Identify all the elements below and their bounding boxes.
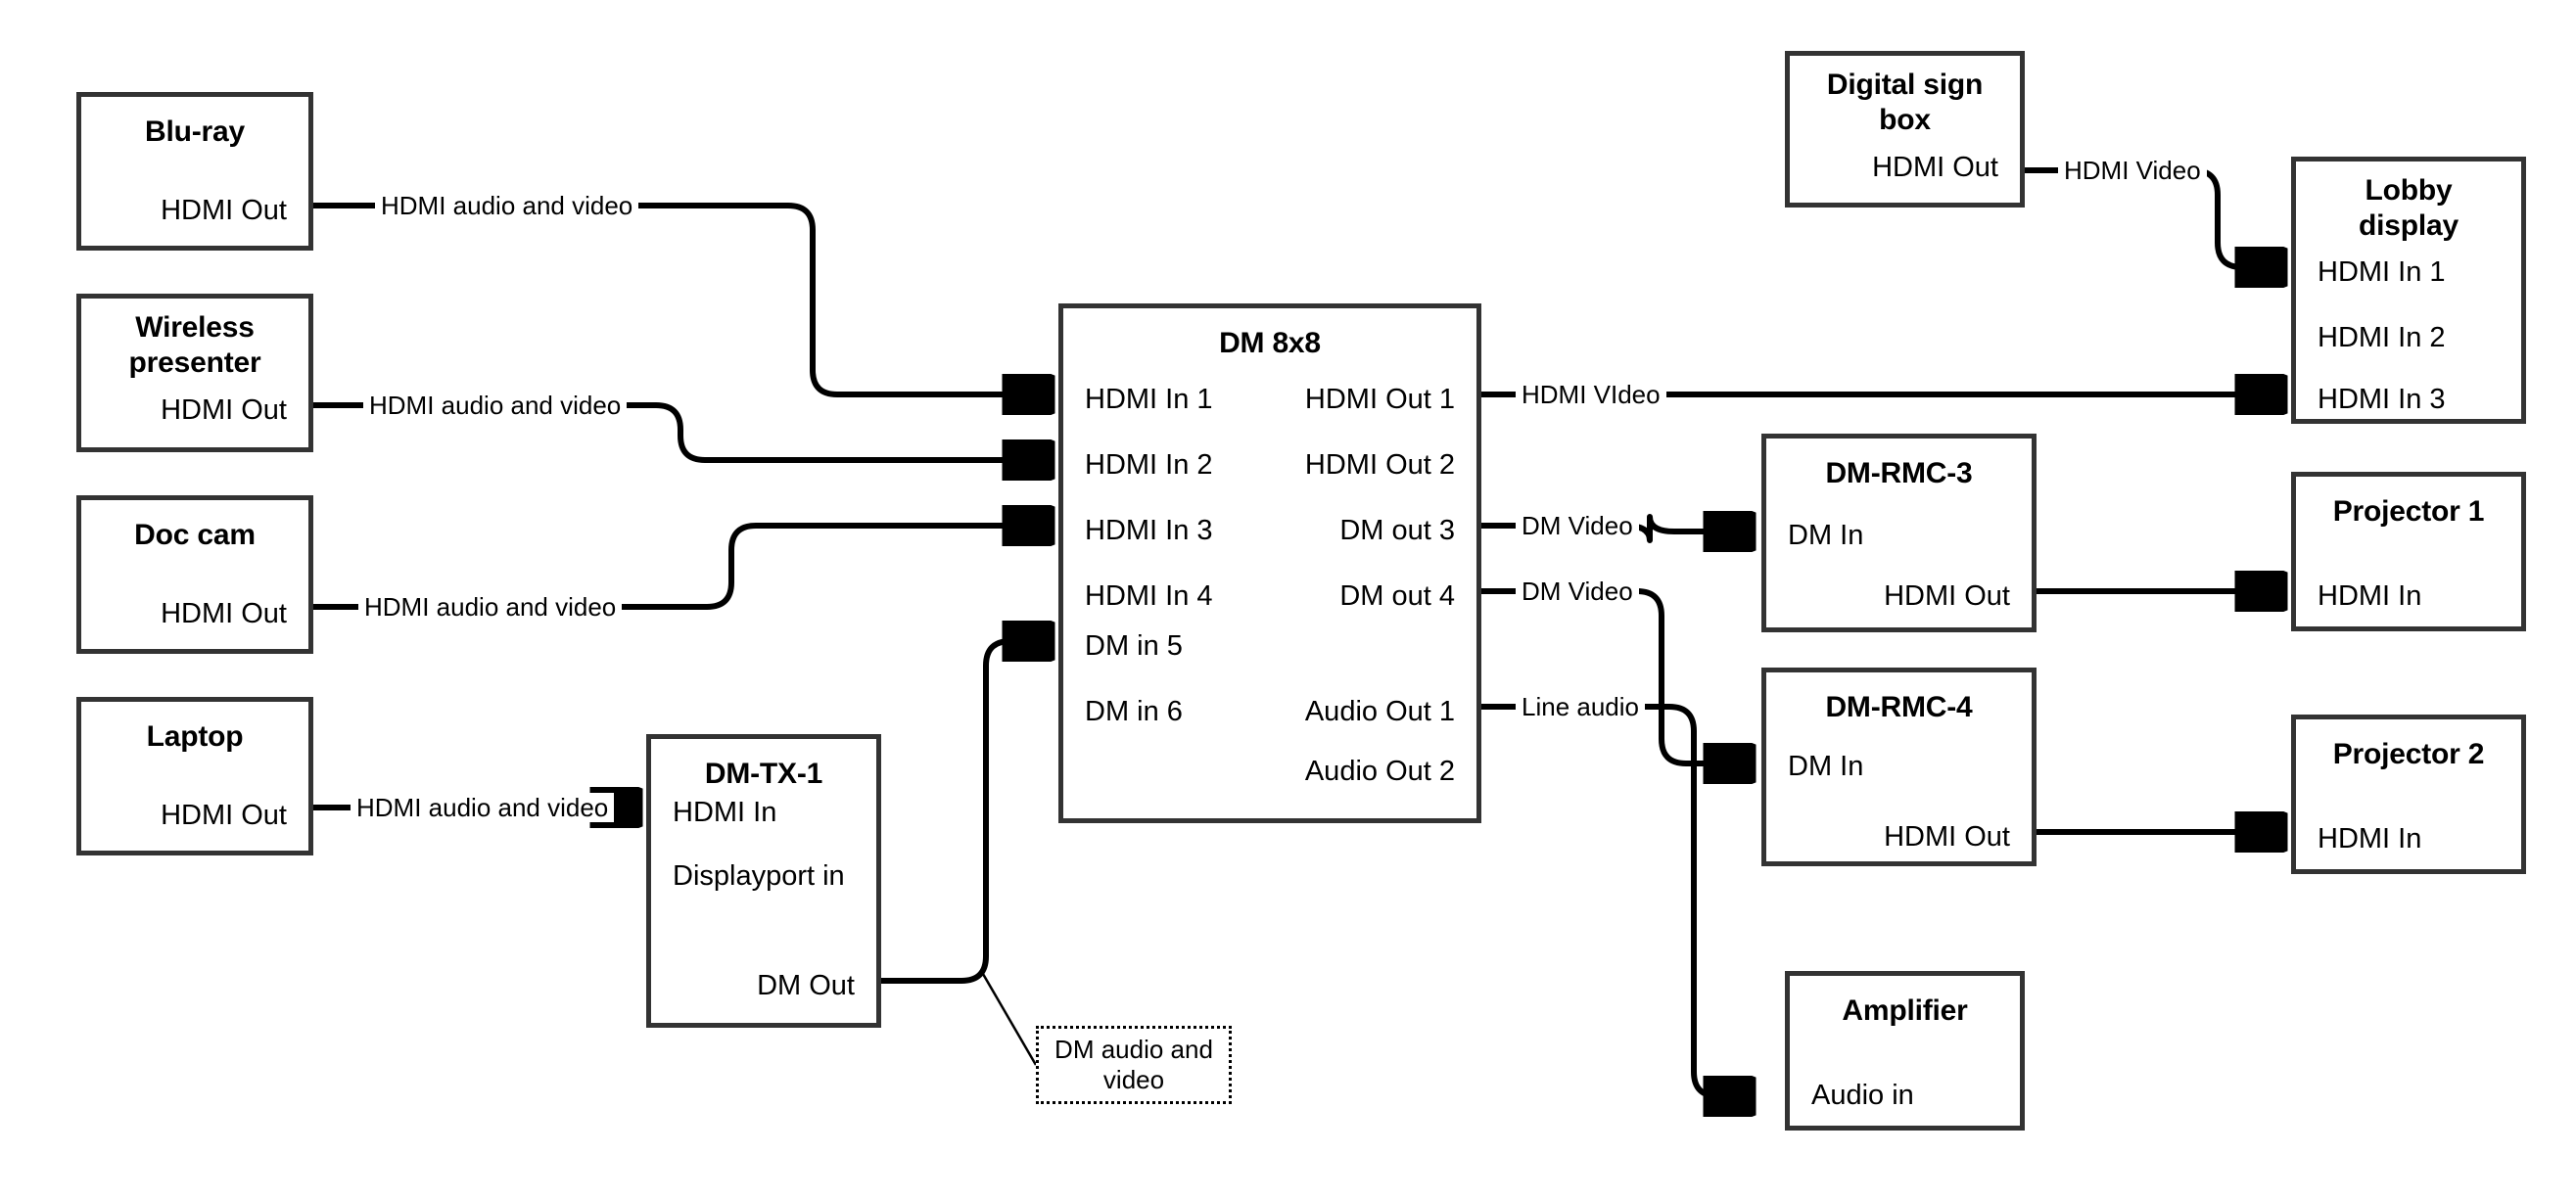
- node-dm-8x8-title: DM 8x8: [1219, 327, 1321, 359]
- node-laptop-title: Laptop: [146, 720, 244, 753]
- callout-dm-audio-and-video-text: DM audio and video: [1054, 1035, 1213, 1094]
- node-dm-rmc-4-port-dm-in: DM In: [1788, 751, 1864, 782]
- node-dm-8x8-output-dm-out-3: DM out 3: [1339, 515, 1455, 546]
- edge-label-doccam-to-dm8x8: HDMI audio and video: [358, 592, 623, 622]
- callout-dm-audio-and-video: DM audio and video: [1036, 1026, 1232, 1104]
- node-lobby-display-title-line1: Lobby: [2365, 174, 2453, 207]
- edge-label-audio-out1-to-amp: Line audio: [1516, 692, 1645, 721]
- node-dm-rmc-4-title: DM-RMC-4: [1825, 691, 1973, 723]
- node-dm-rmc-4[interactable]: DM-RMC-4 DM In HDMI Out: [1761, 668, 2037, 866]
- node-dm-8x8-input-hdmi-in-1: HDMI In 1: [1085, 384, 1213, 415]
- node-doc-cam[interactable]: Doc cam HDMI Out: [76, 495, 313, 654]
- node-wireless-presenter-title-line1: Wireless: [135, 311, 255, 344]
- node-dm-8x8-input-dm-in-6: DM in 6: [1085, 696, 1183, 727]
- node-lobby-display-input-hdmi-in-2: HDMI In 2: [2318, 322, 2446, 353]
- node-digital-sign-box[interactable]: Digital sign box HDMI Out: [1785, 51, 2025, 208]
- edge-label-bluray-to-dm8x8: HDMI audio and video: [375, 191, 639, 220]
- edge-label-sign-to-lobby: HDMI Video: [2058, 156, 2207, 185]
- node-bluray-port-hdmi-out: HDMI Out: [161, 195, 287, 226]
- node-amplifier-port-audio-in: Audio in: [1811, 1080, 1914, 1111]
- node-bluray[interactable]: Blu-ray HDMI Out: [76, 92, 313, 251]
- node-projector-2-title: Projector 2: [2332, 738, 2485, 770]
- node-wireless-presenter-port-hdmi-out: HDMI Out: [161, 394, 287, 426]
- wire-dmtx1-to-dm8x8: [881, 641, 1052, 984]
- node-projector-2-port-hdmi-in: HDMI In: [2318, 823, 2422, 855]
- node-wireless-presenter-title-line2: presenter: [128, 346, 261, 379]
- node-bluray-title: Blu-ray: [145, 115, 245, 148]
- node-dm-tx-1-title: DM-TX-1: [704, 758, 823, 790]
- node-projector-1-port-hdmi-in: HDMI In: [2318, 580, 2422, 612]
- node-dm-8x8[interactable]: DM 8x8 HDMI In 1 HDMI In 2 HDMI In 3 HDM…: [1058, 303, 1481, 823]
- node-doc-cam-title: Doc cam: [134, 519, 256, 551]
- node-dm-rmc-3[interactable]: DM-RMC-3 DM In HDMI Out: [1761, 434, 2037, 632]
- node-dm-tx-1-port-displayport-in: Displayport in: [673, 860, 845, 892]
- edge-label-wireless-to-dm8x8: HDMI audio and video: [363, 391, 628, 420]
- wire-dm8x8-audio1-to-amp: [1481, 704, 1753, 1096]
- node-laptop[interactable]: Laptop HDMI Out: [76, 697, 313, 855]
- edge-label-dm8x8-out4-to-rmc4: DM Video: [1516, 577, 1639, 606]
- node-digital-sign-box-port-hdmi-out: HDMI Out: [1872, 152, 1998, 183]
- node-digital-sign-box-title-line1: Digital sign: [1826, 69, 1984, 101]
- wire-dm8x8-out4-to-rmc4: [1481, 588, 1753, 763]
- node-dm-8x8-output-hdmi-out-1: HDMI Out 1: [1304, 384, 1455, 415]
- node-dm-8x8-output-audio-out-1: Audio Out 1: [1304, 696, 1455, 727]
- node-doc-cam-port-hdmi-out: HDMI Out: [161, 598, 287, 629]
- node-dm-rmc-4-port-hdmi-out: HDMI Out: [1884, 821, 2010, 853]
- edge-label-dm8x8-out3-to-rmc3: DM Video: [1516, 511, 1639, 540]
- wire-callout-leader: [981, 973, 1038, 1066]
- node-lobby-display-title-line2: display: [2359, 209, 2459, 242]
- node-dm-8x8-output-hdmi-out-2: HDMI Out 2: [1304, 449, 1455, 481]
- node-lobby-display-input-hdmi-in-3: HDMI In 3: [2318, 384, 2446, 415]
- node-projector-1-title: Projector 1: [2332, 495, 2485, 528]
- node-dm-rmc-3-title: DM-RMC-3: [1825, 457, 1973, 489]
- node-dm-8x8-input-hdmi-in-3: HDMI In 3: [1085, 515, 1213, 546]
- node-digital-sign-box-title-line2: box: [1879, 104, 1931, 136]
- node-dm-rmc-3-port-hdmi-out: HDMI Out: [1884, 580, 2010, 612]
- edge-label-laptop-to-dmtx1: HDMI audio and video: [351, 793, 615, 822]
- node-dm-tx-1-port-dm-out: DM Out: [757, 970, 855, 1001]
- node-dm-8x8-output-audio-out-2: Audio Out 2: [1304, 756, 1455, 787]
- edge-label-dm8x8-out1-to-lobby: HDMI VIdeo: [1516, 380, 1666, 409]
- node-lobby-display-input-hdmi-in-1: HDMI In 1: [2318, 256, 2446, 288]
- node-dm-8x8-input-hdmi-in-4: HDMI In 4: [1085, 580, 1213, 612]
- node-dm-8x8-input-dm-in-5: DM in 5: [1085, 630, 1183, 662]
- node-dm-8x8-input-hdmi-in-2: HDMI In 2: [1085, 449, 1213, 481]
- node-amplifier[interactable]: Amplifier Audio in: [1785, 971, 2025, 1131]
- node-projector-2[interactable]: Projector 2 HDMI In: [2291, 715, 2526, 874]
- node-dm-8x8-output-dm-out-4: DM out 4: [1339, 580, 1455, 612]
- node-wireless-presenter[interactable]: Wireless presenter HDMI Out: [76, 294, 313, 452]
- node-laptop-port-hdmi-out: HDMI Out: [161, 800, 287, 831]
- node-lobby-display[interactable]: Lobby display HDMI In 1 HDMI In 2 HDMI I…: [2291, 157, 2526, 424]
- node-dm-tx-1-port-hdmi-in: HDMI In: [673, 797, 777, 828]
- node-dm-tx-1[interactable]: DM-TX-1 HDMI In Displayport in DM Out: [646, 734, 881, 1028]
- node-dm-rmc-3-port-dm-in: DM In: [1788, 520, 1864, 551]
- wire-bluray-to-dm8x8: [313, 203, 1052, 394]
- node-amplifier-title: Amplifier: [1842, 994, 1968, 1027]
- node-projector-1[interactable]: Projector 1 HDMI In: [2291, 472, 2526, 631]
